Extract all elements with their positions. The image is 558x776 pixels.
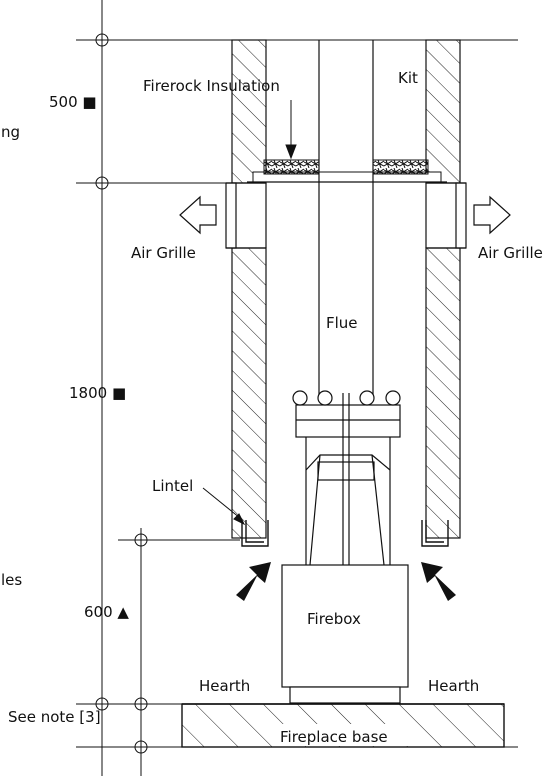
- lintel-left: [241, 520, 269, 547]
- hearth-left-label: Hearth: [199, 677, 250, 695]
- insulation-right: [372, 159, 429, 175]
- firerock-insulation-label: Firerock Insulation: [143, 77, 280, 95]
- dimension-500: 500 ■: [49, 93, 97, 111]
- dimension-600: 600 ▲: [84, 603, 129, 621]
- flue-label: Flue: [326, 314, 358, 332]
- right-wall: [425, 39, 461, 539]
- edge-text-les: les: [1, 571, 22, 589]
- lintel-label: Lintel: [152, 477, 193, 495]
- edge-text-kit: Kit: [398, 69, 418, 87]
- air-grille-right-label: Air Grille: [478, 244, 543, 262]
- air-intake-arrow-left: [236, 562, 271, 601]
- flue-pipe: [318, 40, 374, 395]
- edge-text-ng: ng: [1, 123, 20, 141]
- ceiling-plate: [247, 171, 447, 183]
- air-outlet-arrow-left: [179, 195, 217, 235]
- fireplace-base-label: Fireplace base: [280, 728, 388, 746]
- air-grille-left: [225, 182, 266, 249]
- see-note-label: See note [3]: [8, 708, 101, 726]
- hearth-right-label: Hearth: [428, 677, 479, 695]
- air-grille-right: [426, 182, 467, 249]
- air-grille-left-label: Air Grille: [131, 244, 196, 262]
- dimension-1800: 1800 ■: [69, 384, 126, 402]
- left-wall: [231, 39, 267, 539]
- firebox-assembly: [281, 390, 409, 704]
- leader-lines: [202, 100, 297, 526]
- insulation-left: [263, 159, 320, 175]
- dimension-ticks: [94, 32, 149, 755]
- air-outlet-arrow-right: [473, 195, 511, 235]
- firebox-label: Firebox: [307, 610, 361, 628]
- air-intake-arrow-right: [421, 562, 456, 601]
- lintel-right: [421, 520, 449, 547]
